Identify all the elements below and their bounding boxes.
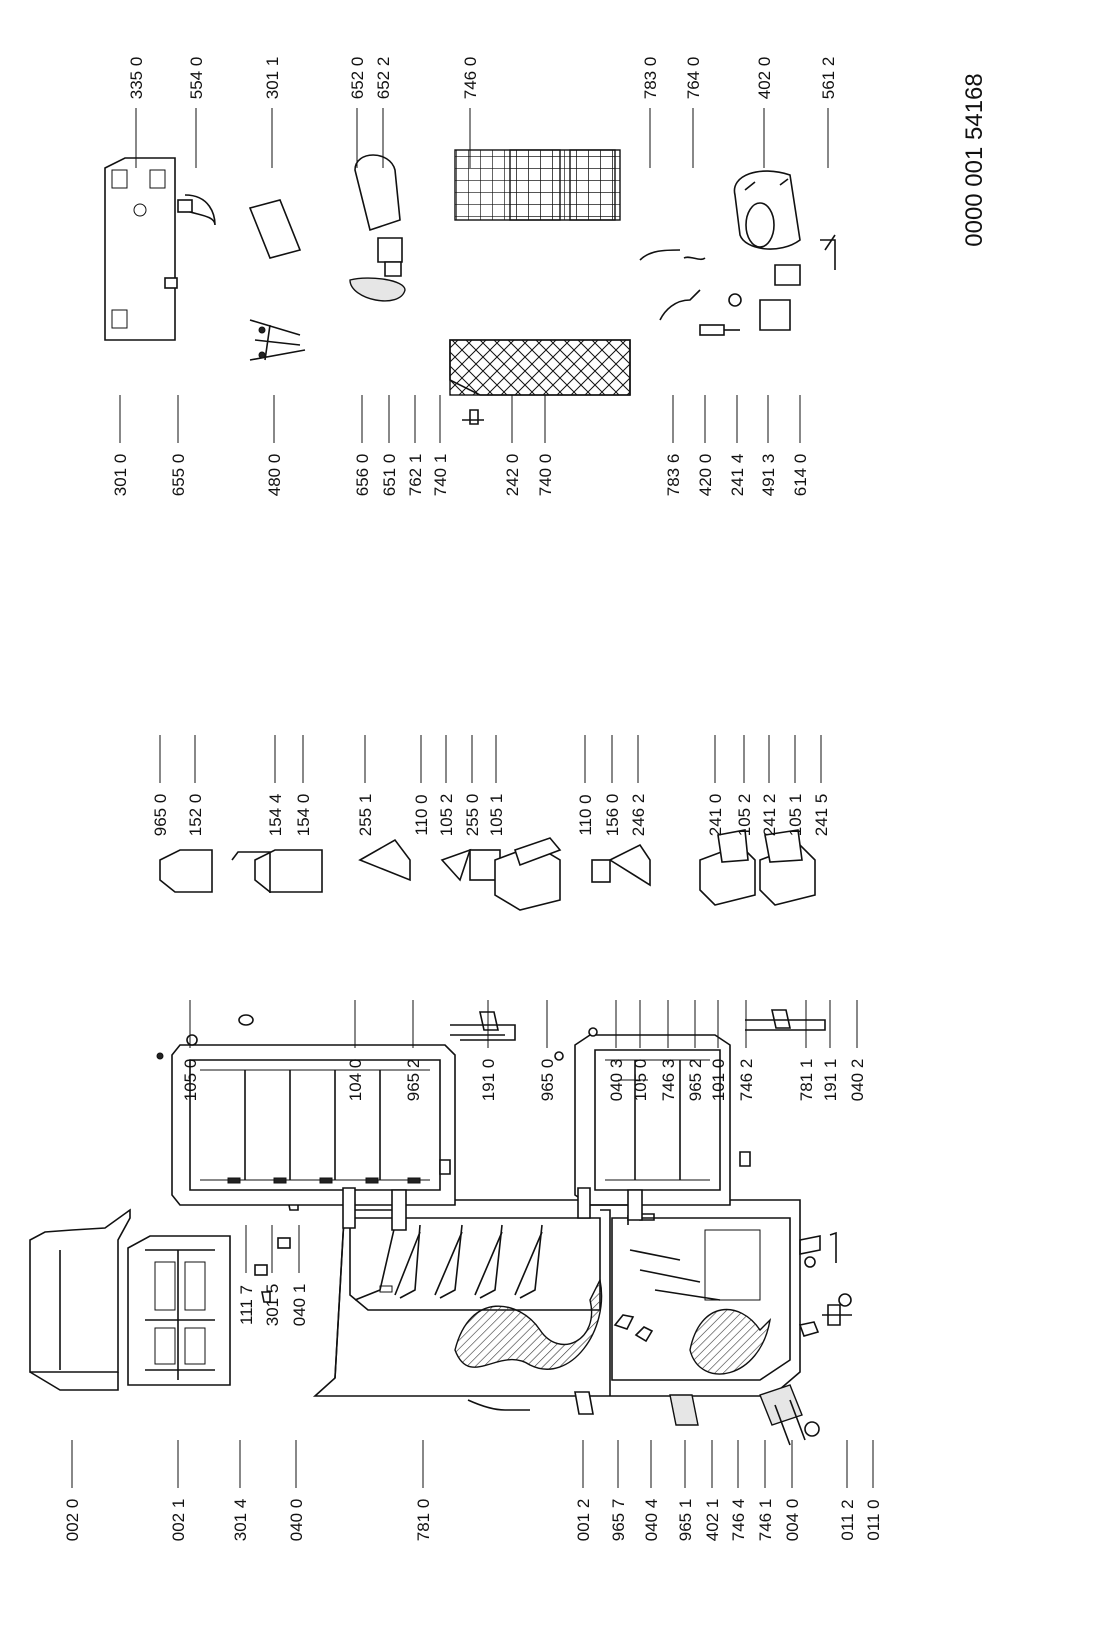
part-label-col5-1: 655 0 bbox=[169, 454, 188, 497]
part-label-col1-2: 301 4 bbox=[231, 1499, 250, 1542]
part-label-col1-6: 965 7 bbox=[609, 1499, 628, 1542]
fridge-door-part bbox=[554, 1027, 731, 1206]
part-label-col4-9: 110 0 bbox=[576, 794, 595, 835]
document-number: 0000 001 54168 bbox=[961, 73, 988, 247]
part-label-col6-6: 783 0 bbox=[641, 57, 660, 100]
leader-lines bbox=[71, 108, 874, 1488]
part-label-col5-3: 656 0 bbox=[353, 454, 372, 497]
part-label-col4-16: 241 5 bbox=[812, 794, 831, 837]
part-label-col1-10: 746 4 bbox=[729, 1499, 748, 1542]
part-label-col5-12: 491 3 bbox=[759, 454, 778, 497]
part-label-col2-0: 111 7 bbox=[237, 1285, 256, 1325]
part-label-col6-1: 554 0 bbox=[187, 57, 206, 100]
part-number-labels: 002 0 002 1 301 4 040 0 781 0 001 2 965 7 040 4… bbox=[63, 57, 883, 1542]
part-label-col4-0: 965 0 bbox=[151, 794, 170, 837]
part-label-col4-7: 255 0 bbox=[463, 794, 482, 837]
part-label-col5-7: 242 0 bbox=[503, 454, 522, 497]
door-shelf-parts bbox=[159, 829, 816, 911]
part-label-col4-14: 241 2 bbox=[760, 794, 779, 837]
part-label-col5-13: 614 0 bbox=[791, 454, 810, 497]
part-label-col5-10: 420 0 bbox=[696, 454, 715, 497]
part-label-col4-12: 241 0 bbox=[706, 794, 725, 837]
part-label-col4-3: 154 0 bbox=[294, 794, 313, 837]
cabinet-body-part bbox=[312, 1199, 801, 1397]
part-label-col6-7: 764 0 bbox=[684, 57, 703, 100]
compressor-part bbox=[728, 170, 836, 331]
freezer-door-hinge-parts bbox=[342, 1011, 516, 1231]
part-label-col5-5: 762 1 bbox=[406, 454, 425, 497]
part-label-col1-3: 040 0 bbox=[287, 1499, 306, 1542]
top-cover-frame-part bbox=[127, 1235, 231, 1386]
part-label-col1-1: 002 1 bbox=[169, 1499, 188, 1542]
part-label-col5-4: 651 0 bbox=[380, 454, 399, 497]
part-label-col6-2: 301 1 bbox=[263, 57, 282, 100]
part-label-col3-3: 191 0 bbox=[479, 1059, 498, 1102]
part-label-col6-9: 561 2 bbox=[819, 57, 838, 100]
part-label-col5-11: 241 4 bbox=[728, 454, 747, 497]
part-label-col3-8: 965 2 bbox=[686, 1059, 705, 1102]
part-label-col4-10: 156 0 bbox=[603, 794, 622, 837]
evaporator-grid-part bbox=[449, 339, 631, 425]
cabinet-hardware-parts bbox=[467, 1231, 852, 1446]
part-label-col3-12: 191 1 bbox=[821, 1059, 840, 1102]
lamp-cover-part bbox=[248, 199, 302, 259]
part-label-col6-8: 402 0 bbox=[755, 57, 774, 100]
part-label-col1-9: 402 1 bbox=[703, 1499, 722, 1542]
part-label-col4-2: 154 4 bbox=[266, 794, 285, 837]
part-label-col4-13: 105 2 bbox=[735, 794, 754, 837]
part-label-col1-4: 781 0 bbox=[414, 1499, 433, 1542]
part-label-col3-0: 105 0 bbox=[181, 1059, 200, 1102]
freezer-door-part bbox=[156, 1014, 456, 1206]
part-label-col1-12: 004 0 bbox=[783, 1499, 802, 1542]
part-label-col4-11: 246 2 bbox=[629, 794, 648, 837]
part-label-col4-1: 152 0 bbox=[186, 794, 205, 837]
part-label-col4-6: 105 2 bbox=[437, 794, 456, 837]
thermostat-knob-parts bbox=[349, 154, 406, 302]
part-label-col6-0: 335 0 bbox=[127, 57, 146, 100]
part-label-col4-5: 110 0 bbox=[412, 794, 431, 835]
tubing-parts bbox=[639, 249, 740, 336]
condenser-part bbox=[454, 149, 621, 221]
part-label-col2-1: 301 5 bbox=[263, 1284, 282, 1327]
part-label-col4-8: 105 1 bbox=[487, 794, 506, 837]
part-label-col1-0: 002 0 bbox=[63, 1499, 82, 1542]
part-label-col3-4: 965 0 bbox=[538, 1059, 557, 1102]
part-label-col3-7: 746 3 bbox=[659, 1059, 678, 1102]
part-label-col1-7: 040 4 bbox=[642, 1499, 661, 1542]
top-cover-part bbox=[29, 1208, 131, 1391]
part-label-col1-13: 011 2 bbox=[838, 1499, 857, 1540]
part-label-col5-8: 740 0 bbox=[536, 454, 555, 497]
part-label-col6-3: 652 0 bbox=[348, 57, 367, 100]
part-label-col4-15: 105 1 bbox=[786, 794, 805, 837]
part-label-col3-6: 105 0 bbox=[631, 1059, 650, 1102]
fridge-door-hinge-parts bbox=[577, 1009, 826, 1221]
control-panel-part bbox=[104, 157, 216, 341]
part-label-col3-1: 104 0 bbox=[346, 1059, 365, 1102]
part-label-col2-2: 040 1 bbox=[290, 1284, 309, 1327]
part-label-col3-13: 040 2 bbox=[848, 1059, 867, 1102]
part-label-col5-6: 740 1 bbox=[431, 454, 450, 497]
part-label-col3-2: 965 2 bbox=[404, 1059, 423, 1102]
part-label-col6-5: 746 0 bbox=[461, 57, 480, 100]
part-label-col3-10: 746 2 bbox=[737, 1059, 756, 1102]
part-label-col1-5: 001 2 bbox=[574, 1499, 593, 1542]
part-label-col3-5: 040 3 bbox=[607, 1059, 626, 1102]
part-label-col5-9: 783 6 bbox=[664, 454, 683, 497]
part-label-col6-4: 652 2 bbox=[374, 57, 393, 100]
part-label-col1-14: 011 0 bbox=[864, 1499, 883, 1540]
part-label-col3-11: 781 1 bbox=[797, 1059, 816, 1102]
part-label-col5-0: 301 0 bbox=[111, 454, 130, 497]
part-label-col5-2: 480 0 bbox=[265, 454, 284, 497]
part-label-col1-8: 965 1 bbox=[676, 1499, 695, 1542]
part-label-col1-11: 746 1 bbox=[756, 1499, 775, 1542]
wiring-harness-part bbox=[249, 319, 306, 361]
part-label-col4-4: 255 1 bbox=[356, 794, 375, 837]
part-label-col3-9: 101 0 bbox=[709, 1059, 728, 1102]
